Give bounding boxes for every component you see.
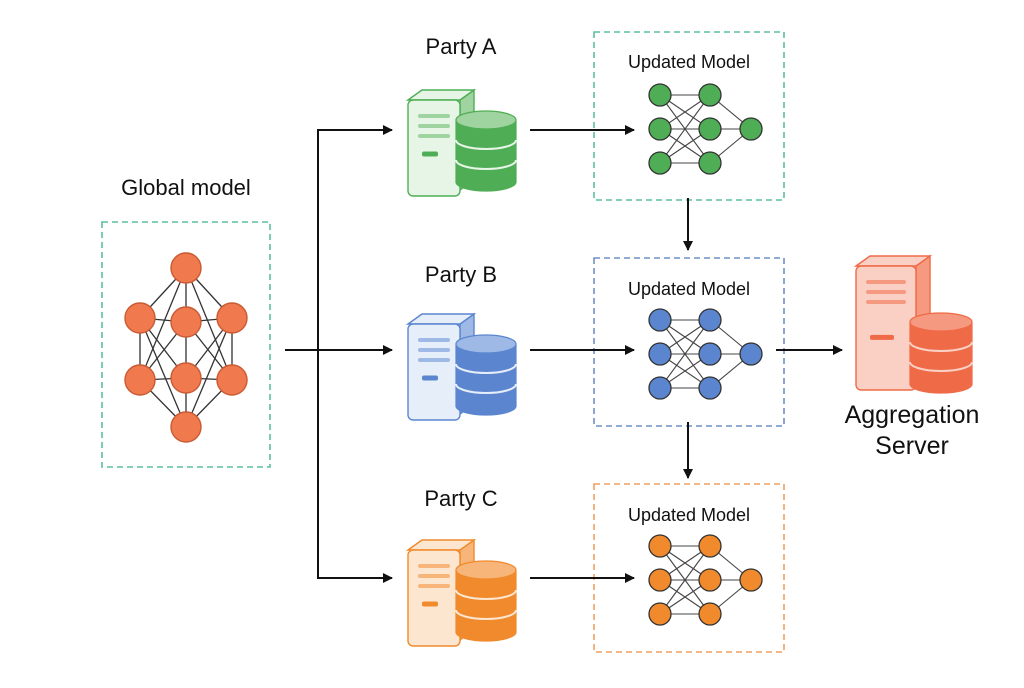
server-drive: [422, 151, 438, 157]
network-node-c: [698, 534, 722, 558]
party-b-database-icon: [455, 334, 517, 416]
database-top: [455, 334, 517, 354]
network-node-a: [698, 83, 722, 107]
global-model-node: [170, 252, 202, 284]
updated-model-c-title: Updated Model: [627, 505, 751, 525]
server-slot: [418, 134, 450, 138]
server-front: [855, 265, 917, 391]
network-node-a: [648, 83, 672, 107]
global-model-edge: [139, 317, 187, 428]
network-node-b: [698, 342, 722, 366]
updated-model-b-title: Updated Model: [627, 279, 751, 299]
server-slot: [418, 358, 450, 362]
server-slot: [418, 124, 450, 128]
database-body: [455, 119, 517, 183]
party-a-title: Party A: [425, 34, 497, 59]
global-model-node: [170, 411, 202, 443]
network-node-b: [648, 308, 672, 332]
server-slot: [866, 290, 906, 294]
database-ring: [455, 139, 517, 150]
network-node-a: [648, 151, 672, 175]
database-ring: [455, 589, 517, 600]
server-slot: [418, 574, 450, 578]
network-node-c: [648, 534, 672, 558]
global-model-node: [216, 364, 248, 396]
party-c-title: Party C: [424, 486, 498, 511]
aggregation-server-title: Aggregation Server: [822, 400, 1002, 462]
network-node-c: [648, 568, 672, 592]
database-top: [909, 312, 973, 332]
server-slot: [418, 338, 450, 342]
database-ring: [455, 609, 517, 620]
global-model-edge: [139, 267, 187, 381]
server-drive: [422, 601, 438, 607]
network-node-b: [698, 376, 722, 400]
server-slot: [418, 114, 450, 118]
aggregation-title-line1: Aggregation: [844, 401, 980, 429]
server-slot: [418, 584, 450, 588]
network-node-b: [648, 376, 672, 400]
database-ring: [909, 341, 973, 352]
server-slot: [418, 348, 450, 352]
aggregation-title-line2: Server: [875, 432, 949, 460]
database-bottom: [455, 396, 517, 416]
network-node-a: [698, 151, 722, 175]
network-node-a: [648, 117, 672, 141]
server-drive: [870, 334, 894, 340]
network-node-a: [698, 117, 722, 141]
network-node-b: [739, 342, 763, 366]
global-model-node: [216, 302, 248, 334]
server-drive: [422, 375, 438, 381]
network-node-b: [698, 308, 722, 332]
updated-model-a-title: Updated Model: [627, 52, 751, 72]
database-body: [455, 569, 517, 633]
party-b-title: Party B: [424, 262, 498, 287]
server-top: [853, 255, 933, 267]
network-node-c: [698, 568, 722, 592]
database-ring: [455, 383, 517, 394]
database-bottom: [455, 622, 517, 642]
network-edge-a: [659, 94, 711, 164]
database-top: [455, 560, 517, 580]
global-model-frame: [101, 221, 271, 468]
global-model-node: [124, 364, 156, 396]
network-node-b: [648, 342, 672, 366]
database-bottom: [909, 374, 973, 394]
party-c-database-icon: [455, 560, 517, 642]
arrow-global-to-party-c: [317, 350, 393, 583]
network-edge-b: [659, 319, 711, 389]
global-model-node: [170, 362, 202, 394]
party-a-database-icon: [455, 110, 517, 192]
server-slot: [866, 280, 906, 284]
global-model-node: [170, 306, 202, 338]
database-top: [455, 110, 517, 130]
global-model-title: Global model: [121, 175, 251, 200]
network-node-c: [739, 568, 763, 592]
aggregation-database-icon: [909, 312, 973, 394]
network-node-c: [698, 602, 722, 626]
network-edge-c: [659, 545, 711, 615]
database-ring: [909, 361, 973, 372]
network-node-c: [648, 602, 672, 626]
database-ring: [455, 159, 517, 170]
updated-model-c-frame: [593, 483, 785, 653]
global-model-edge: [185, 267, 233, 381]
server-slot: [418, 564, 450, 568]
global-model-edge: [185, 317, 233, 428]
database-body: [909, 321, 973, 385]
arrow-global-to-party-a: [317, 125, 393, 350]
database-ring: [455, 363, 517, 374]
global-model-node: [124, 302, 156, 334]
network-node-a: [739, 117, 763, 141]
server-slot: [866, 300, 906, 304]
database-bottom: [455, 172, 517, 192]
